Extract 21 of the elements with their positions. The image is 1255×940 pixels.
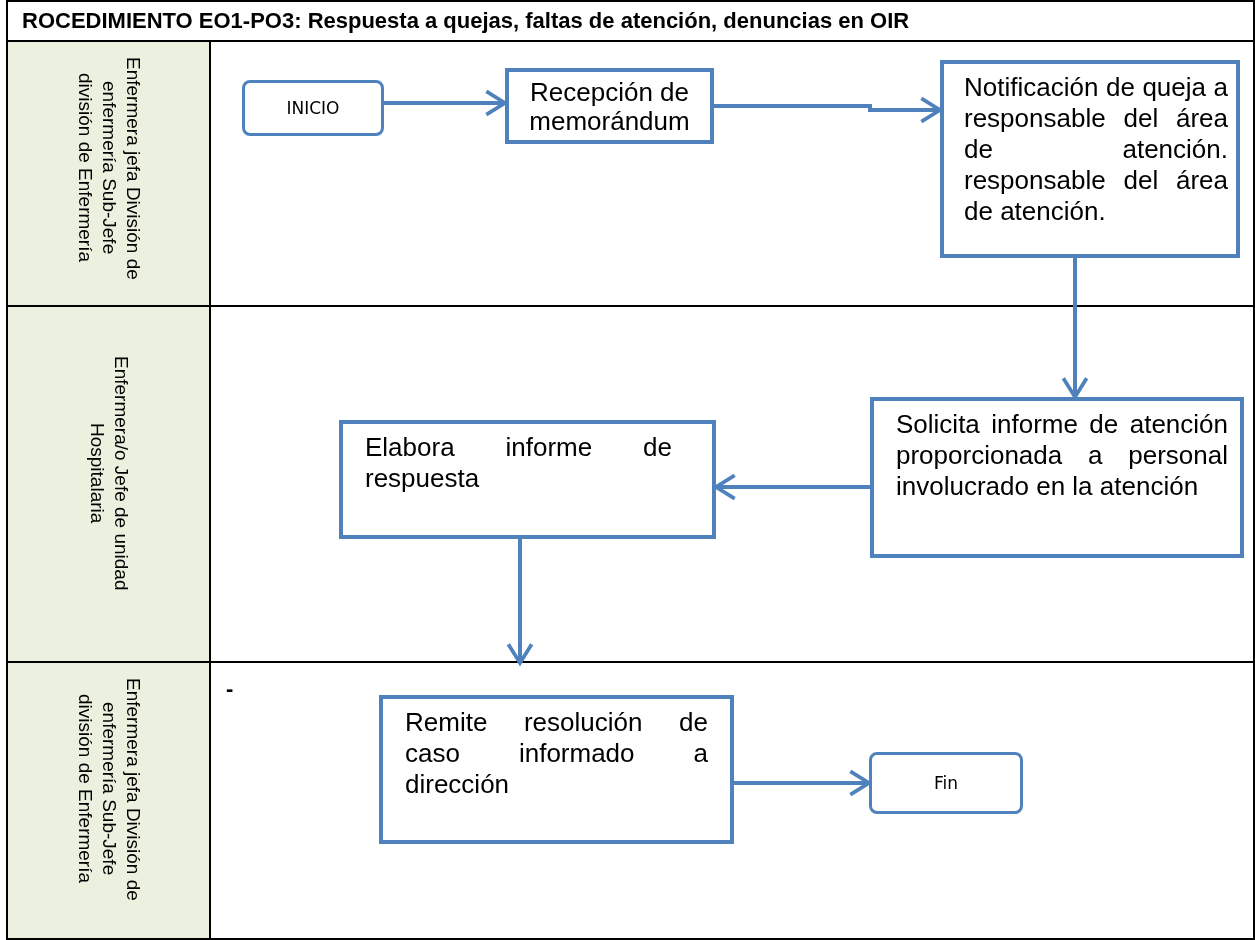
- title-bar: ROCEDIMIENTO EO1-PO3: Respuesta a quejas, faltas de atención, denuncias en OIR: [6, 0, 1255, 42]
- arrow: [714, 96, 942, 124]
- lane-label: Enfermera jefa División de enfermería Sub-Jefe división de Enfermería: [73, 55, 145, 282]
- lane-label: Enfermera jefa División de enfermería Sub-Jefe división de Enfermería: [73, 676, 145, 903]
- terminal-box: INICIO: [242, 80, 384, 136]
- process-box: Elabora informe de respuesta: [339, 420, 716, 539]
- arrow: [1061, 258, 1089, 399]
- lane-label: Enfermera/o Jefe de unidad Hospitalaria: [85, 354, 133, 593]
- arrow: [506, 539, 534, 665]
- terminal-box: Fin: [869, 752, 1023, 814]
- swimlane: [6, 663, 1255, 940]
- arrow: [384, 89, 507, 117]
- swimlane: [6, 307, 1255, 663]
- dash-mark: -: [226, 676, 234, 702]
- process-box: Recepción de memorándum: [505, 68, 714, 144]
- arrow: [734, 769, 871, 797]
- swimlane: [6, 42, 1255, 307]
- arrow: [714, 473, 870, 501]
- process-box: Remite resolución de caso informado a dirección: [379, 695, 734, 844]
- process-box: Notificación de queja a responsable del área de atención. responsable del área de atención.: [940, 60, 1240, 258]
- process-box: Solicita informe de atención proporcionada a personal involucrado en la atención: [870, 397, 1244, 558]
